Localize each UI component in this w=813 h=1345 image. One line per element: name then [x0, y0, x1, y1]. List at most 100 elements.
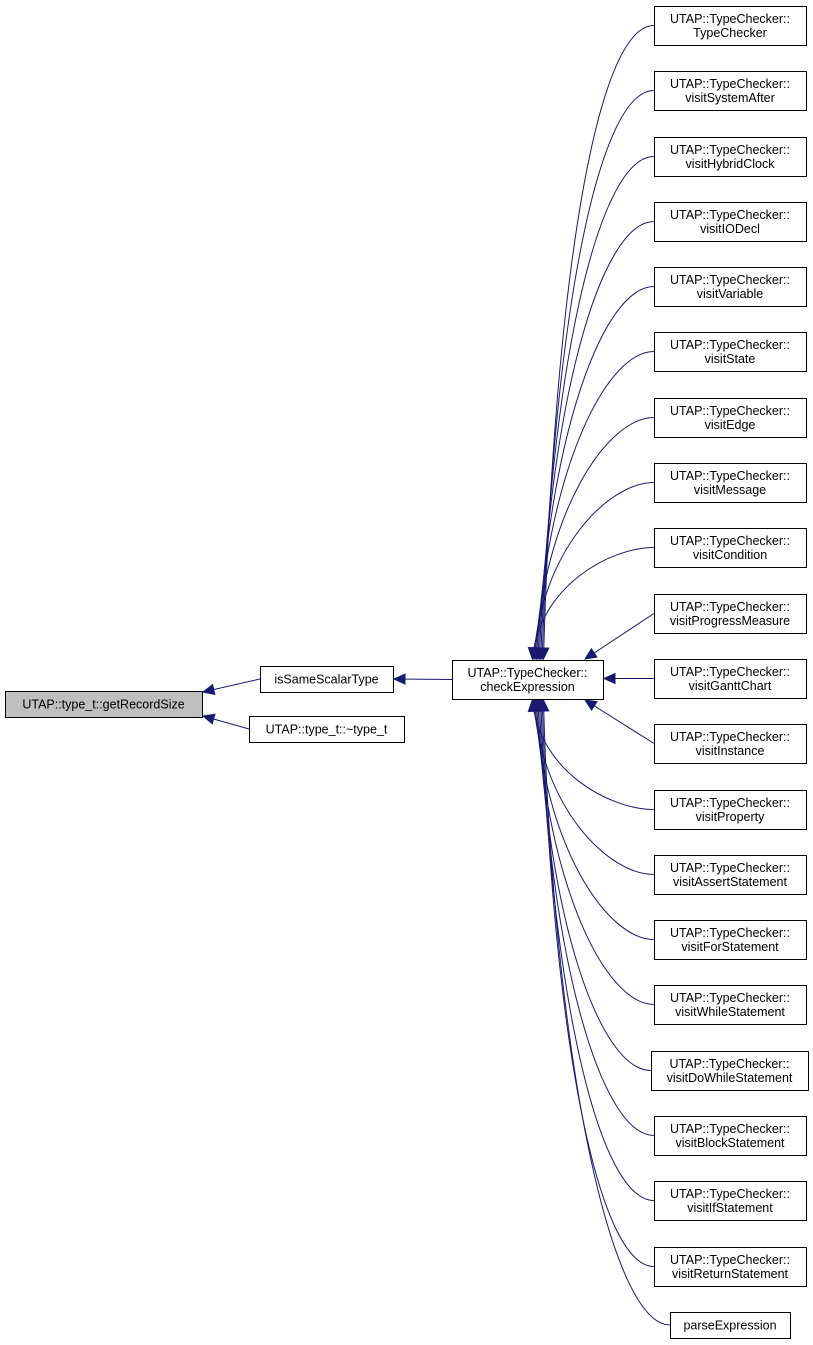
node-visit-do-while-statement[interactable]: UTAP::TypeChecker::visitDoWhileStatement [651, 1051, 809, 1091]
node-label-line: UTAP::TypeChecker:: [670, 1253, 790, 1267]
node-visit-block-statement[interactable]: UTAP::TypeChecker::visitBlockStatement [654, 1116, 807, 1156]
node-label-line: UTAP::TypeChecker:: [670, 600, 790, 614]
node-box [249, 716, 405, 743]
node-visit-state[interactable]: UTAP::TypeChecker::visitState [654, 332, 807, 372]
node-label-line: visitSystemAfter [685, 91, 775, 105]
node-label-line: visitCondition [693, 548, 767, 562]
edge-visit-block-statement-to-check-expression [533, 698, 655, 1136]
edge-visit-progress-measure-to-check-expression [583, 613, 655, 660]
edge-arrowhead [392, 673, 406, 685]
node-label-line: UTAP::TypeChecker:: [468, 666, 588, 680]
node-box [654, 267, 807, 307]
node-label-line: UTAP::TypeChecker:: [670, 665, 790, 679]
node-check-expression[interactable]: UTAP::TypeChecker::checkExpression [452, 660, 604, 700]
edge-line [533, 482, 655, 660]
edge-line [542, 699, 671, 1326]
node-visit-progress-measure[interactable]: UTAP::TypeChecker::visitProgressMeasure [654, 594, 807, 634]
node-box [654, 202, 807, 242]
node-box [654, 1181, 807, 1221]
node-parse-expression[interactable]: parseExpression [670, 1312, 791, 1339]
node-label-line: visitIfStatement [687, 1201, 773, 1215]
node-dtor[interactable]: UTAP::type_t::~type_t [249, 716, 405, 743]
node-label-line: UTAP::TypeChecker:: [670, 273, 790, 287]
node-label-line: UTAP::TypeChecker:: [670, 404, 790, 418]
node-box [654, 528, 807, 568]
node-get-record-size[interactable]: UTAP::type_t::getRecordSize [5, 691, 203, 718]
node-visit-instance[interactable]: UTAP::TypeChecker::visitInstance [654, 724, 807, 764]
node-label-line: UTAP::TypeChecker:: [670, 1057, 790, 1071]
edge-visit-iodecl-to-check-expression [533, 221, 655, 661]
node-box [654, 659, 807, 699]
edge-line [536, 351, 655, 660]
node-label-line: UTAP::TypeChecker:: [670, 469, 790, 483]
edge-line [531, 547, 655, 660]
node-visit-if-statement[interactable]: UTAP::TypeChecker::visitIfStatement [654, 1181, 807, 1221]
node-visit-gantt-chart[interactable]: UTAP::TypeChecker::visitGanttChart [654, 659, 807, 699]
edge-visit-hybrid-clock-to-check-expression [535, 156, 655, 661]
edge-visit-edge-to-check-expression [529, 417, 655, 661]
node-label-line: visitAssertStatement [673, 875, 787, 889]
node-visit-for-statement[interactable]: UTAP::TypeChecker::visitForStatement [654, 920, 807, 960]
node-visit-return-statement[interactable]: UTAP::TypeChecker::visitReturnStatement [654, 1247, 807, 1287]
edge-visit-instance-to-check-expression [583, 699, 655, 744]
node-visit-system-after[interactable]: UTAP::TypeChecker::visitSystemAfter [654, 71, 807, 111]
node-label-line: visitIODecl [700, 222, 760, 236]
edge-line [531, 699, 655, 810]
edge-arrowhead [602, 672, 616, 685]
node-label-line: UTAP::TypeChecker:: [670, 991, 790, 1005]
node-label-line: UTAP::TypeChecker:: [670, 861, 790, 875]
node-box [654, 920, 807, 960]
node-label-line: UTAP::TypeChecker:: [670, 208, 790, 222]
node-type-checker[interactable]: UTAP::TypeChecker::TypeChecker [654, 6, 807, 46]
node-visit-property[interactable]: UTAP::TypeChecker::visitProperty [654, 790, 807, 830]
edge-arrowhead [583, 699, 598, 712]
node-label-line: UTAP::TypeChecker:: [670, 730, 790, 744]
node-visit-assert-statement[interactable]: UTAP::TypeChecker::visitAssertStatement [654, 855, 807, 895]
node-label-line: UTAP::TypeChecker:: [670, 77, 790, 91]
node-box [654, 398, 807, 438]
edges-layer [201, 25, 671, 1326]
node-visit-while-statement[interactable]: UTAP::TypeChecker::visitWhileStatement [654, 985, 807, 1025]
edge-arrowhead [201, 683, 216, 696]
node-label-line: visitGanttChart [689, 679, 772, 693]
node-label-line: visitProperty [696, 810, 766, 824]
node-label-line: UTAP::type_t::getRecordSize [22, 698, 184, 712]
edge-is-same-scalar-type-to-get-record-size [201, 678, 261, 696]
node-is-same-scalar-type[interactable]: isSameScalarType [260, 666, 394, 693]
node-visit-variable[interactable]: UTAP::TypeChecker::visitVariable [654, 267, 807, 307]
node-label-line: visitMessage [694, 483, 766, 497]
node-visit-hybrid-clock[interactable]: UTAP::TypeChecker::visitHybridClock [654, 137, 807, 177]
edge-check-expression-to-is-same-scalar-type [392, 673, 453, 685]
node-label-line: visitWhileStatement [675, 1005, 785, 1019]
edge-arrowhead [537, 698, 550, 712]
node-visit-edge[interactable]: UTAP::TypeChecker::visitEdge [654, 398, 807, 438]
edge-dtor-to-get-record-size [201, 713, 250, 730]
node-box [654, 1247, 807, 1287]
node-label-line: UTAP::TypeChecker:: [670, 926, 790, 940]
node-visit-message[interactable]: UTAP::TypeChecker::visitMessage [654, 463, 807, 503]
node-box [5, 691, 203, 718]
edge-visit-message-to-check-expression [528, 482, 655, 661]
edge-visit-do-while-statement-to-check-expression [532, 698, 652, 1071]
node-label-line: visitState [705, 352, 756, 366]
node-label-line: UTAP::TypeChecker:: [670, 338, 790, 352]
node-label-line: UTAP::TypeChecker:: [670, 796, 790, 810]
node-box [654, 137, 807, 177]
node-box [654, 724, 807, 764]
edge-arrowhead [527, 647, 540, 661]
node-label-line: UTAP::TypeChecker:: [670, 143, 790, 157]
node-visit-iodecl[interactable]: UTAP::TypeChecker::visitIODecl [654, 202, 807, 242]
node-label-line: visitReturnStatement [672, 1267, 789, 1281]
edge-visit-condition-to-check-expression [527, 547, 655, 661]
node-box [654, 594, 807, 634]
node-visit-condition[interactable]: UTAP::TypeChecker::visitCondition [654, 528, 807, 568]
node-box [654, 855, 807, 895]
node-box [654, 985, 807, 1025]
edge-arrowhead [583, 647, 598, 660]
node-box [654, 790, 807, 830]
node-label-line: UTAP::TypeChecker:: [670, 1122, 790, 1136]
edge-parse-expression-to-check-expression [537, 698, 671, 1326]
edge-visit-gantt-chart-to-check-expression [602, 672, 654, 685]
node-label-line: isSameScalarType [274, 673, 378, 687]
node-box [654, 1116, 807, 1156]
